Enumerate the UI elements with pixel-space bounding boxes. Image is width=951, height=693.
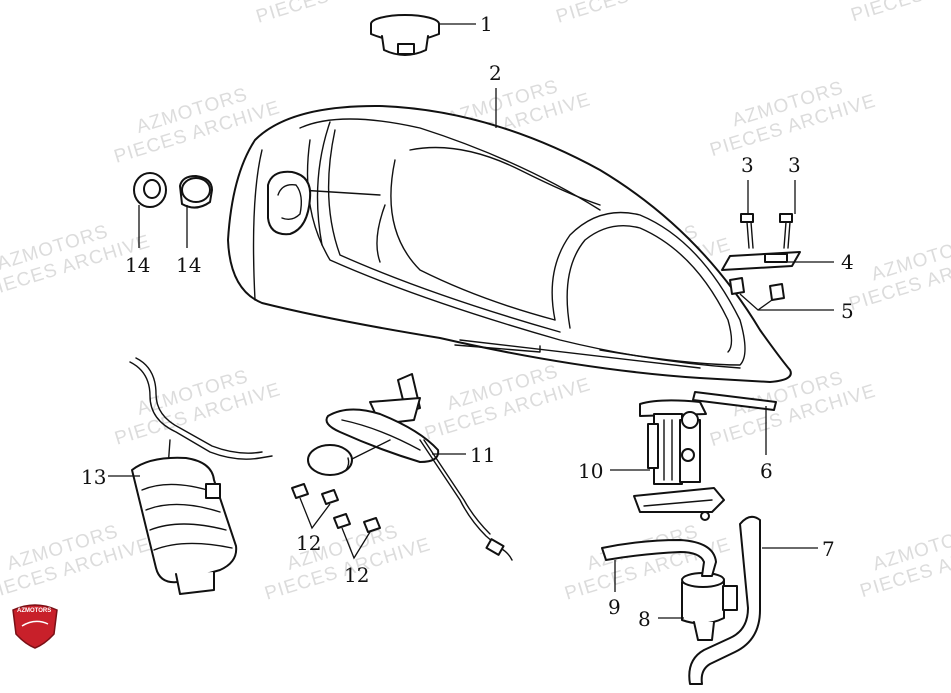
callout-5: 5 — [841, 299, 854, 323]
callout-14a: 14 — [125, 253, 150, 277]
callout-12b: 12 — [344, 563, 369, 587]
callout-4: 4 — [841, 250, 854, 274]
rubber-boot-part: 13 — [81, 357, 273, 595]
callout-10: 10 — [578, 459, 603, 483]
callout-11: 11 — [470, 443, 495, 467]
callout-9: 9 — [608, 595, 621, 619]
callout-13: 13 — [81, 465, 106, 489]
callout-12a: 12 — [296, 531, 321, 555]
fuel-filter-part: 8 — [638, 572, 738, 641]
hose-part-6: 6 — [692, 391, 777, 483]
grommet-parts: 14 14 — [125, 172, 213, 277]
azmotors-logo: AZMOTORS — [12, 604, 58, 649]
fuel-pump-part: 10 — [578, 399, 725, 521]
fuel-hose-part-7: 7 — [688, 515, 835, 685]
callout-6: 6 — [760, 459, 773, 483]
callout-3a: 3 — [741, 153, 754, 177]
watermark-16-line2: PIECES ARCHIVE — [554, 0, 725, 28]
fuel-sender-part: 11 — [307, 373, 513, 561]
fuel-tank-part: 2 — [227, 61, 792, 383]
callout-3b: 3 — [788, 153, 801, 177]
callout-2: 2 — [489, 61, 502, 85]
callout-8: 8 — [638, 607, 651, 631]
logo-text: AZMOTORS — [17, 608, 51, 614]
clip-parts: 12 12 — [291, 483, 381, 587]
fuel-cap-part: 1 — [370, 12, 493, 56]
watermark-17-line2: PIECES ARCHIVE — [849, 0, 951, 26]
callout-7: 7 — [822, 537, 835, 561]
callout-14b: 14 — [176, 253, 201, 277]
hose-part-9: 9 — [601, 539, 717, 619]
bracket-bolts-part: 3 3 4 5 — [721, 153, 854, 323]
callout-1: 1 — [480, 12, 493, 36]
